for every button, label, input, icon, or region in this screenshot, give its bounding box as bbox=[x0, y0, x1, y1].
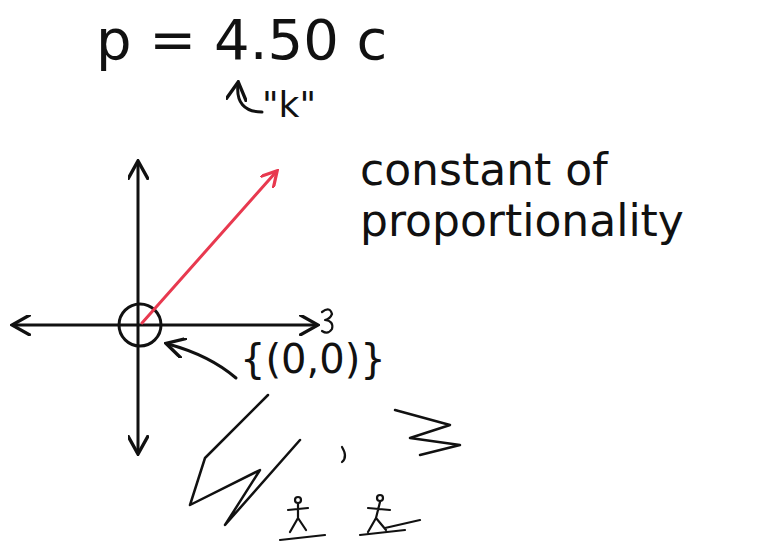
constant-symbol: "k" bbox=[262, 84, 342, 125]
y-axis bbox=[137, 163, 140, 452]
scribble bbox=[342, 447, 345, 462]
scribble bbox=[322, 309, 332, 332]
scribble bbox=[395, 410, 460, 455]
stick-figures bbox=[280, 495, 420, 540]
note-text: constant of proportionality bbox=[360, 145, 755, 246]
vector-arrow bbox=[142, 172, 276, 323]
pointer-arrow bbox=[238, 84, 262, 112]
x-axis bbox=[14, 324, 316, 327]
origin-label: {(0,0)} bbox=[240, 336, 430, 382]
leader-line bbox=[168, 344, 236, 378]
scribble bbox=[190, 395, 300, 525]
equation-label: p = 4.50 c bbox=[96, 8, 416, 72]
